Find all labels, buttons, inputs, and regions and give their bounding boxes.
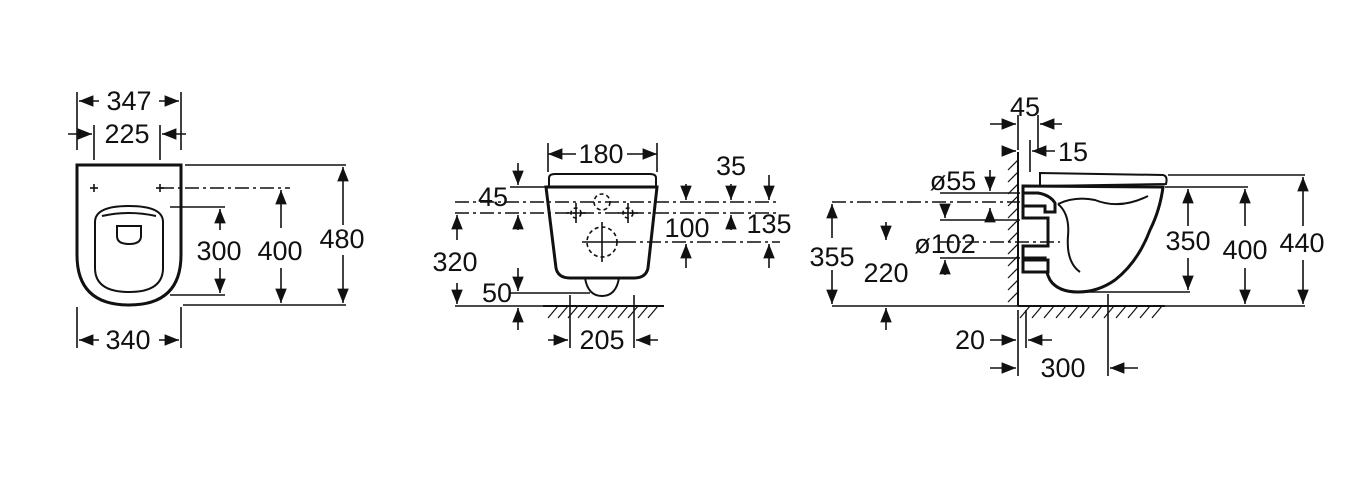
dim-220: 220 xyxy=(863,258,908,288)
dim-50: 50 xyxy=(482,278,512,308)
front-bowl-outline xyxy=(75,163,183,307)
dim-350: 350 xyxy=(1165,226,1210,256)
dim-340: 340 xyxy=(105,325,150,355)
front-lid-hinge xyxy=(116,225,142,246)
dim-dia-102: ø102 xyxy=(914,229,976,259)
front-seat xyxy=(94,204,164,294)
dim-400: 400 xyxy=(257,236,302,266)
dim-440: 440 xyxy=(1279,228,1324,258)
dim-45-side: 45 xyxy=(1010,92,1040,122)
wall-hatch xyxy=(1007,159,1019,303)
dim-320: 320 xyxy=(432,247,477,277)
side-inlet-pipe xyxy=(1021,191,1057,214)
rear-seat-top xyxy=(548,173,657,186)
rear-outlet xyxy=(584,277,620,298)
dim-180: 180 xyxy=(578,139,623,169)
side-floor-hatch xyxy=(1019,305,1163,319)
dim-355: 355 xyxy=(809,242,854,272)
dim-225: 225 xyxy=(104,119,149,149)
dim-35: 35 xyxy=(716,151,746,181)
side-seat xyxy=(1039,171,1168,188)
dim-300: 300 xyxy=(196,236,241,266)
dim-100: 100 xyxy=(664,213,709,243)
side-bowl-inner xyxy=(1057,195,1149,206)
rear-floor-hatch xyxy=(547,305,659,319)
dim-15: 15 xyxy=(1058,137,1088,167)
dim-205: 205 xyxy=(579,325,624,355)
front-seat-inner xyxy=(101,212,157,217)
front-view: 347 225 340 300 400 480 xyxy=(68,86,365,355)
side-trap xyxy=(1057,203,1081,273)
dim-45-rear: 45 xyxy=(478,182,508,212)
side-outlet-pipe xyxy=(1021,258,1050,274)
rear-view: 180 45 35 100 135 320 50 xyxy=(432,139,791,355)
dim-135: 135 xyxy=(746,209,791,239)
dim-20: 20 xyxy=(955,325,985,355)
side-view: 45 15 ø55 ø102 355 220 350 400 440 xyxy=(809,92,1324,383)
dim-300-side: 300 xyxy=(1040,353,1085,383)
dim-347: 347 xyxy=(106,86,151,116)
dim-480: 480 xyxy=(319,224,364,254)
dim-dia-55: ø55 xyxy=(930,166,977,196)
dim-400-side: 400 xyxy=(1222,235,1267,265)
